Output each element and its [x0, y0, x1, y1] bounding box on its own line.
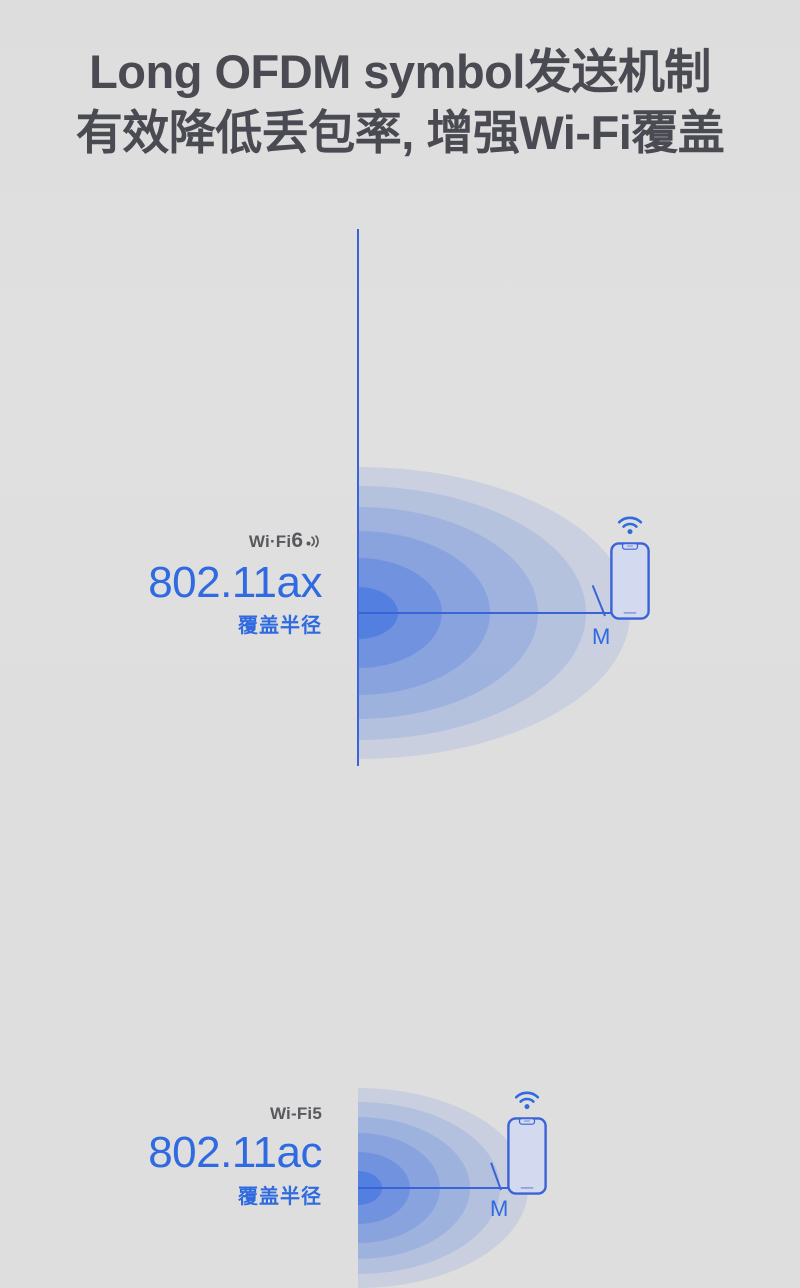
- wifi-signal-icon: [514, 1091, 540, 1115]
- wifi-generation-badge-wifi6: Wi·Fi6: [60, 530, 322, 552]
- badge-number-wifi6: 6: [291, 529, 303, 552]
- headline-line-1: Long OFDM symbol发送机制: [89, 45, 711, 98]
- radius-line-wifi5: [358, 1187, 511, 1189]
- badge-number-wifi5: 5: [312, 1104, 322, 1123]
- radius-line-wifi6: [358, 612, 617, 614]
- smartphone-icon: [610, 542, 650, 625]
- distance-unit-wifi6: M: [592, 624, 611, 649]
- badge-prefix-wifi5: Wi-Fi: [269, 1104, 313, 1123]
- panel-wifi5: M Wi-Fi5 802.11ac 覆盖半径: [0, 530, 800, 1288]
- smartphone-icon: [507, 1117, 547, 1200]
- wifi-generation-badge-wifi5: Wi-Fi5: [60, 1105, 322, 1122]
- label-block-wifi5: Wi-Fi5 802.11ac 覆盖半径: [60, 1105, 322, 1209]
- headline-line-2: 有效降低丢包率, 增强Wi-Fi覆盖: [75, 106, 725, 160]
- radius-caption-wifi6: 覆盖半径: [238, 615, 322, 638]
- label-block-wifi6: Wi·Fi6 802.11ax 覆盖半径: [60, 530, 322, 638]
- distance-unit-wifi5: M: [490, 1196, 509, 1221]
- panel-wifi6: M Wi·Fi6 802.11ax 覆盖半径: [0, 230, 800, 759]
- standard-name-wifi5: 802.11ac: [148, 1128, 322, 1177]
- wifi-signal-icon: [617, 516, 643, 540]
- center-axis-divider: [357, 229, 359, 766]
- standard-name-wifi6: 802.11ax: [148, 557, 322, 607]
- page-title: Long OFDM symbol发送机制 有效降低丢包率, 增强Wi-Fi覆盖: [0, 44, 800, 161]
- broadcast-wave-icon: [306, 533, 322, 551]
- radius-caption-wifi5: 覆盖半径: [238, 1185, 322, 1208]
- badge-prefix-wifi6: Wi·Fi: [248, 532, 292, 551]
